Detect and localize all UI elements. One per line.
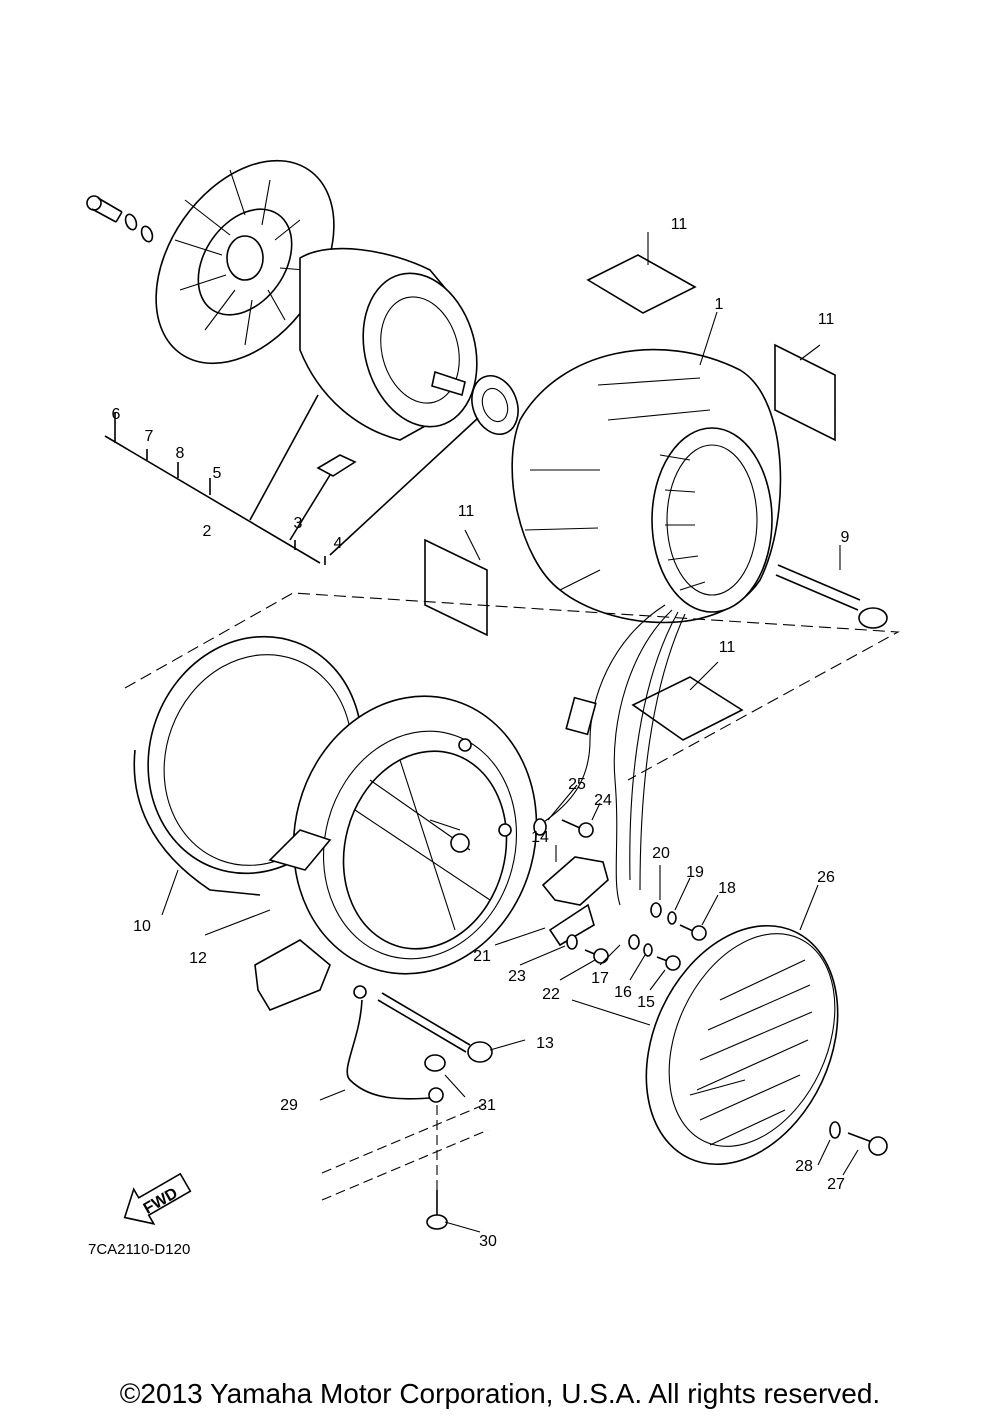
callout-13: 13 <box>536 1035 554 1052</box>
callout-31: 31 <box>478 1097 496 1114</box>
callout-22: 22 <box>542 986 560 1003</box>
fwd-arrow-icon <box>123 1172 192 1225</box>
through-bolt-13 <box>377 992 493 1063</box>
insulation-pad-11-b <box>774 343 836 442</box>
leader-lines <box>161 232 859 1233</box>
callout-17: 17 <box>591 970 609 987</box>
diagram-code: 7CA2110-D120 <box>88 1241 190 1258</box>
ground-lead-29 <box>346 985 444 1103</box>
callout-23: 23 <box>508 968 526 985</box>
callout-7: 7 <box>145 428 154 445</box>
insulation-pad-11-c <box>424 538 488 637</box>
plate-21 <box>548 903 595 947</box>
washer-20 <box>650 902 662 918</box>
washer-23 <box>566 934 578 950</box>
callout-30: 30 <box>479 1233 497 1250</box>
callout-6: 6 <box>112 406 121 423</box>
nut-31 <box>424 1054 446 1072</box>
washer-8 <box>140 225 154 243</box>
callout-28: 28 <box>795 1158 813 1175</box>
lead-connector <box>565 696 597 736</box>
callout-11-c: 11 <box>458 503 475 520</box>
key-3 <box>316 454 357 477</box>
washer-17 <box>628 934 640 950</box>
bolt-27 <box>847 1132 888 1156</box>
callout-11-a: 11 <box>671 216 688 233</box>
callout-16: 16 <box>614 984 632 1001</box>
callout-18: 18 <box>718 880 736 897</box>
bracket-14 <box>541 856 609 906</box>
insulation-pad-11-d <box>631 676 744 741</box>
callout-14: 14 <box>531 829 549 846</box>
callout-27: 27 <box>827 1176 845 1193</box>
callout-20: 20 <box>652 845 670 862</box>
callout-9: 9 <box>841 529 850 546</box>
copyright-notice: ©2013 Yamaha Motor Corporation, U.S.A. A… <box>119 1378 881 1409</box>
insulation-pad-11-a <box>586 254 697 314</box>
frame-guide-lines <box>321 1102 489 1201</box>
callout-19: 19 <box>686 864 704 881</box>
callout-11-d: 11 <box>719 639 736 656</box>
bolt-30 <box>426 1190 448 1230</box>
callout-11-b: 11 <box>818 311 835 328</box>
callout-8: 8 <box>176 445 185 462</box>
bolt-6 <box>86 195 123 223</box>
grille-cover-26 <box>645 924 839 1166</box>
washer-7 <box>124 213 138 231</box>
callout-15: 15 <box>637 994 655 1011</box>
callout-1: 1 <box>715 296 724 313</box>
callout-24: 24 <box>594 792 612 809</box>
screw-18 <box>679 924 707 941</box>
washer-19 <box>667 911 677 925</box>
stator-1 <box>511 348 782 624</box>
callout-12: 12 <box>189 950 207 967</box>
callout-26: 26 <box>817 869 835 886</box>
callout-29: 29 <box>280 1097 298 1114</box>
screw-24 <box>561 819 594 838</box>
callout-5: 5 <box>213 465 222 482</box>
screw-22 <box>584 948 609 964</box>
group-bracket-rotor <box>104 394 479 565</box>
assembly-plane <box>124 592 900 781</box>
callout-10: 10 <box>133 918 151 935</box>
callout-3: 3 <box>294 515 303 532</box>
stator-leads <box>539 604 686 906</box>
washer-28 <box>829 1121 841 1139</box>
bolt-9 <box>775 564 888 629</box>
callout-21: 21 <box>473 948 491 965</box>
callout-4: 4 <box>334 535 343 552</box>
screw-15 <box>656 955 681 971</box>
callout-25: 25 <box>568 776 586 793</box>
rotor-2 <box>299 247 478 441</box>
bearing-4 <box>471 375 519 435</box>
housing-12 <box>254 695 538 1011</box>
terminal-eyelet-25 <box>533 818 547 836</box>
washer-16 <box>643 943 653 957</box>
callout-2: 2 <box>203 523 212 540</box>
